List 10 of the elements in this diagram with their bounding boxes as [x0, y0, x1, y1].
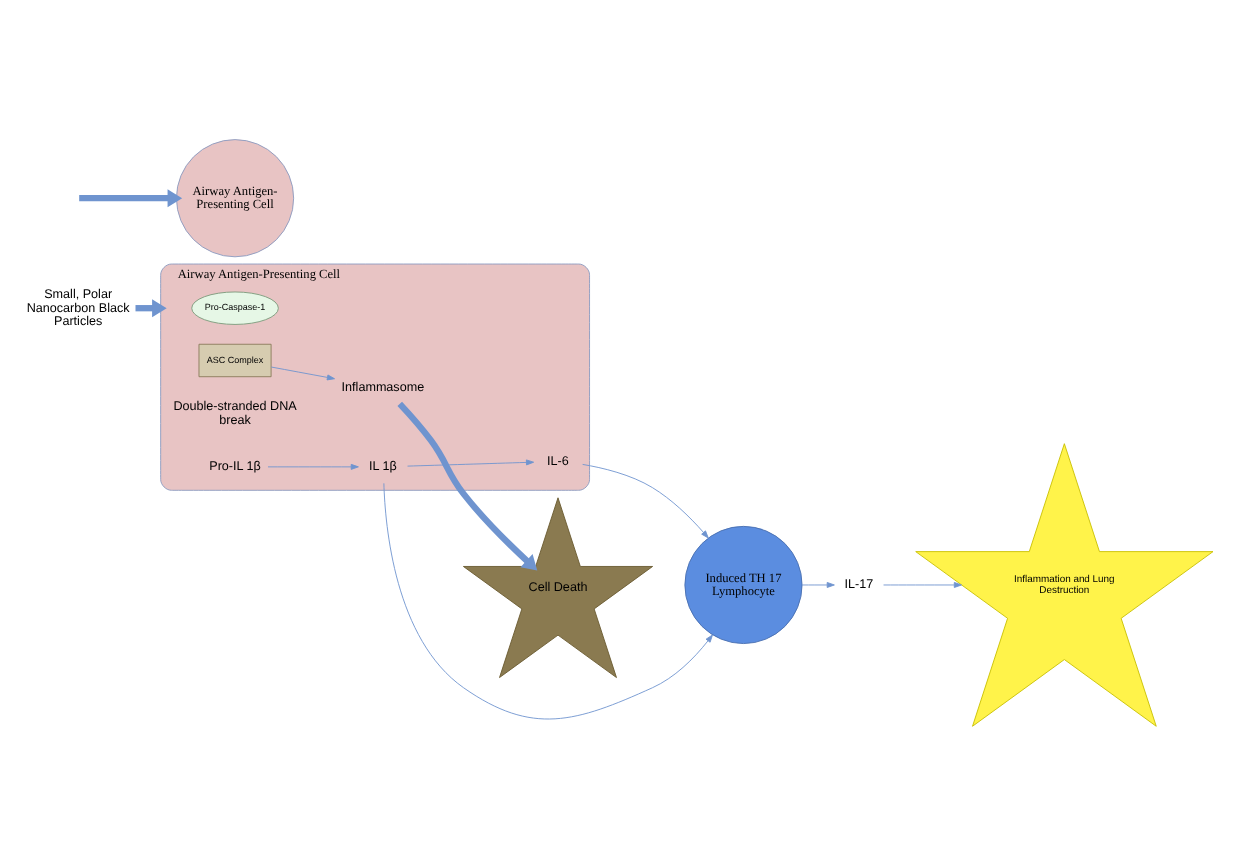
arrow	[407, 458, 535, 466]
arrow	[267, 462, 359, 469]
arrow	[135, 298, 167, 317]
arrow	[801, 581, 835, 587]
arrow	[883, 581, 962, 587]
arrow	[79, 188, 183, 207]
arrow	[397, 400, 538, 570]
arrow	[383, 481, 713, 719]
arrow	[582, 462, 709, 538]
arrow	[270, 365, 335, 380]
